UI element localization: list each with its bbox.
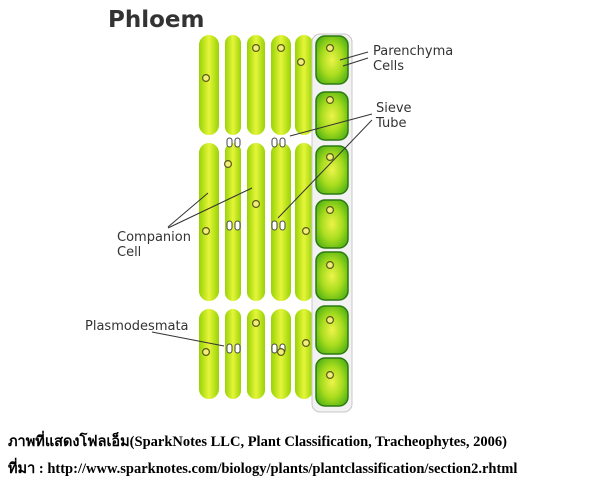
plasmodesmata-pore <box>234 220 241 231</box>
label-companion-line1: Companion <box>117 230 191 245</box>
plasmodesmata-leader <box>151 331 225 347</box>
label-sieve-line2: Tube <box>375 116 406 131</box>
phloem-cell <box>197 141 221 303</box>
phloem-cell <box>293 33 315 137</box>
nucleus-dot <box>326 43 335 52</box>
label-leader-lines <box>151 51 373 347</box>
plasmodesmata-pore <box>234 137 241 148</box>
parenchyma-cell <box>315 357 349 407</box>
nucleus-dot <box>302 339 311 348</box>
nucleus-dot <box>277 43 286 52</box>
label-parenchyma-line1: Parenchyma <box>373 44 453 59</box>
label-plasmodesmata: Plasmodesmata <box>85 319 189 334</box>
cell-nuclei <box>202 43 335 380</box>
plasmodesmata-pore <box>226 137 233 148</box>
sieve-leader-1 <box>289 113 373 137</box>
phloem-cell <box>223 141 243 303</box>
phloem-cells <box>197 33 315 401</box>
phloem-cell <box>197 33 221 137</box>
companion-leader-1 <box>167 192 209 228</box>
nucleus-dot <box>202 227 211 236</box>
nucleus-dot <box>297 57 306 66</box>
plasmodesmata-pore <box>271 343 278 354</box>
phloem-cell <box>245 33 267 137</box>
parenchyma-cell <box>315 35 349 85</box>
nucleus-dot <box>302 227 311 236</box>
nucleus-dot <box>252 319 261 328</box>
parenchyma-leader-2 <box>342 57 369 67</box>
nucleus-dot <box>326 206 335 215</box>
plasmodesmata-pore <box>226 343 233 354</box>
label-companion-line2: Cell <box>117 245 141 260</box>
plasmodesmata-pore <box>234 343 241 354</box>
nucleus-dot <box>252 200 261 209</box>
phloem-diagram: Phloem Parenchyma Cells Sieve Tube Compa… <box>85 7 453 413</box>
nucleus-dot <box>252 43 261 52</box>
plasmodesmata-pore <box>226 220 233 231</box>
nucleus-dot <box>326 371 335 380</box>
parenchyma-cell <box>315 251 349 301</box>
figure-source: ที่มา : http://www.sparknotes.com/biolog… <box>8 461 518 477</box>
phloem-cell <box>245 141 267 303</box>
phloem-cell <box>293 141 315 303</box>
nucleus-dot <box>202 348 211 357</box>
phloem-cell <box>223 33 243 137</box>
figure-caption: ภาพที่แสดงโฟลเอ็ม(SparkNotes LLC, Plant … <box>8 434 507 450</box>
phloem-cell <box>223 307 243 401</box>
parenchyma-cell <box>315 199 349 249</box>
phloem-cell <box>293 307 315 401</box>
plasmodesmata-pore <box>279 220 286 231</box>
nucleus-dot <box>326 316 335 325</box>
plasmodesmata-pores <box>226 137 286 354</box>
parenchyma-cell <box>315 305 349 355</box>
nucleus-dot <box>326 261 335 270</box>
label-sieve-line1: Sieve <box>376 101 412 116</box>
plasmodesmata-pore <box>271 137 278 148</box>
plasmodesmata-pore <box>271 220 278 231</box>
nucleus-dot <box>224 160 233 169</box>
nucleus-dot <box>277 348 286 357</box>
nucleus-dot <box>326 95 335 104</box>
diagram-title: Phloem <box>108 7 204 33</box>
phloem-cell <box>269 33 293 137</box>
parenchyma-leader-1 <box>339 51 369 61</box>
parenchyma-cell <box>315 91 349 141</box>
parenchyma-column <box>311 33 353 413</box>
sieve-leader-2 <box>277 119 373 219</box>
parenchyma-cell <box>315 145 349 195</box>
label-parenchyma-line2: Cells <box>373 59 404 74</box>
nucleus-dot <box>202 73 211 82</box>
phloem-cell <box>245 307 267 401</box>
companion-leader-2 <box>167 187 253 229</box>
nucleus-dot <box>326 153 335 162</box>
plasmodesmata-pore <box>279 137 286 148</box>
